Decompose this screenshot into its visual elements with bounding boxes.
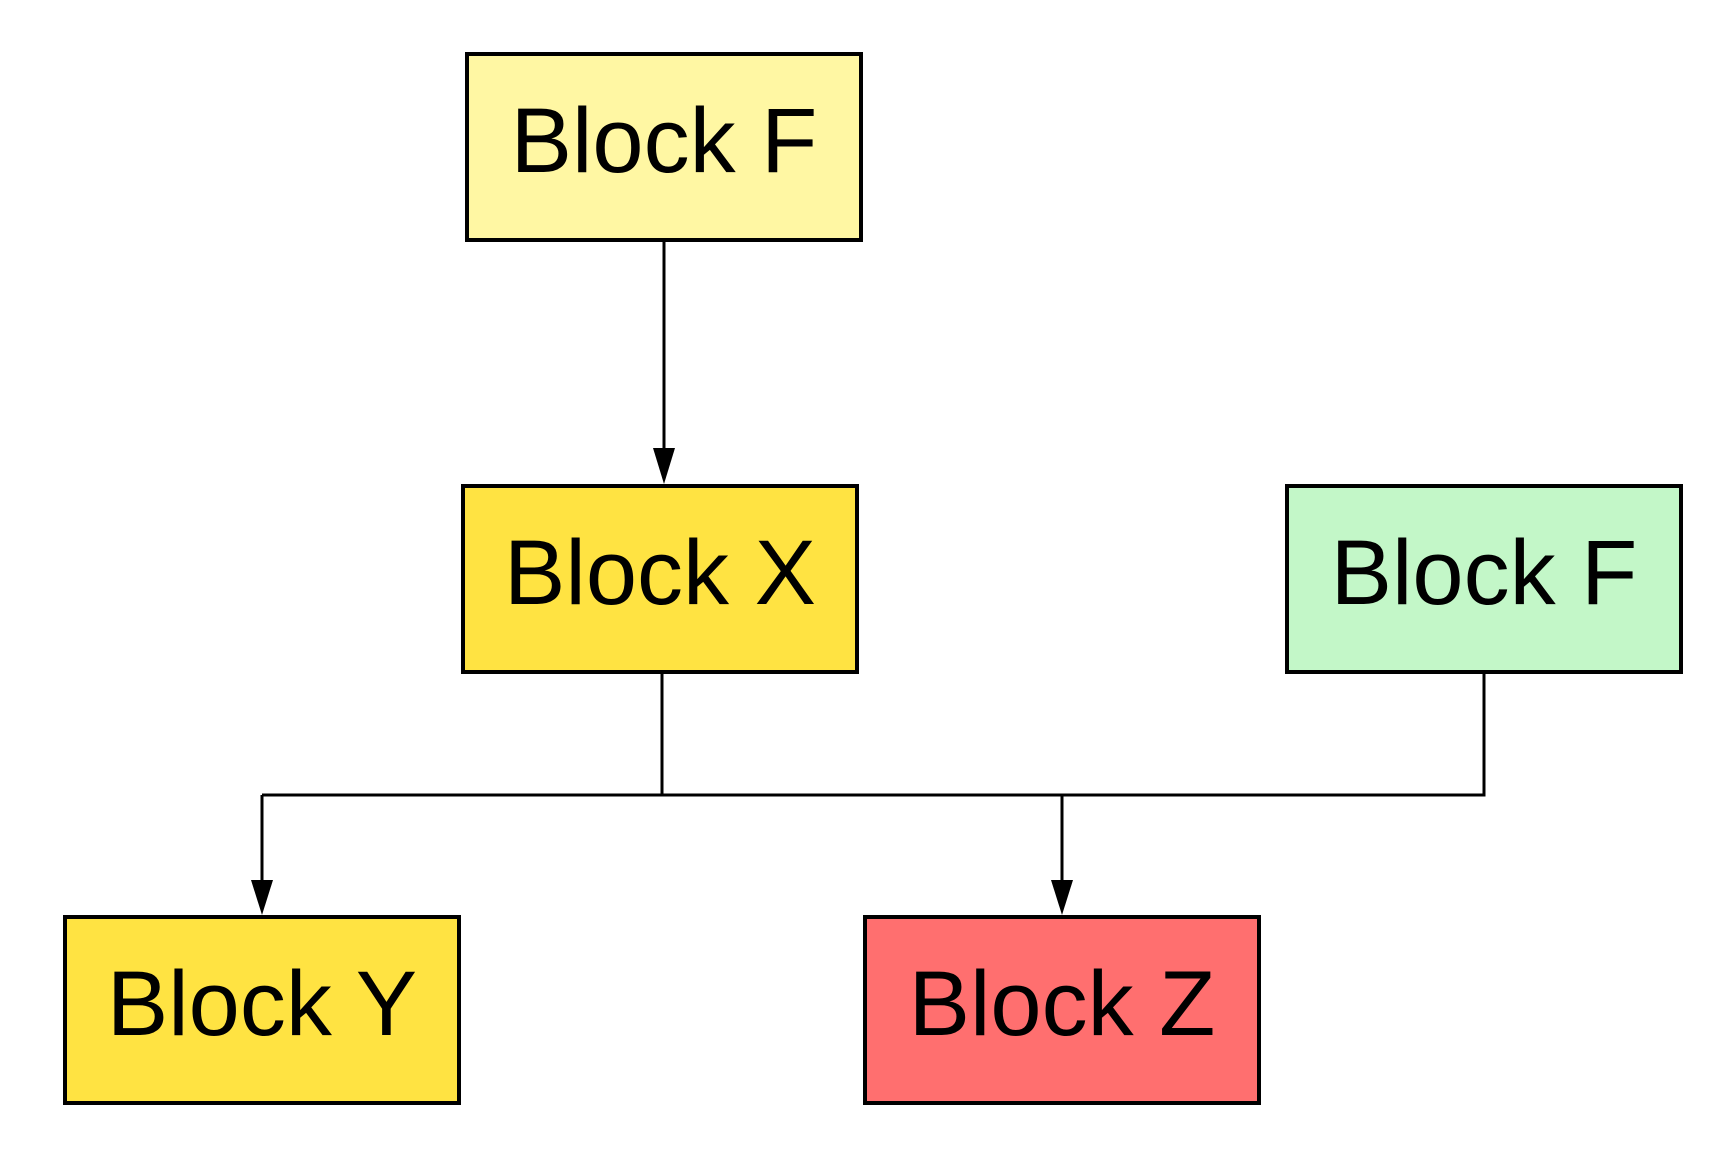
arrowhead-block-z [1051, 880, 1073, 915]
node-label: Block Y [106, 953, 418, 1055]
node-block-f-top: Block F [465, 52, 863, 242]
node-block-y: Block Y [63, 915, 461, 1105]
node-block-z: Block Z [863, 915, 1261, 1105]
arrowhead-block-x [653, 448, 675, 484]
arrowhead-block-y [251, 880, 273, 915]
node-label: Block X [504, 522, 816, 624]
node-block-f-right: Block F [1285, 484, 1683, 674]
node-label: Block F [510, 90, 818, 192]
node-label: Block Z [908, 953, 1216, 1055]
node-label: Block F [1330, 522, 1638, 624]
node-block-x: Block X [461, 484, 859, 674]
